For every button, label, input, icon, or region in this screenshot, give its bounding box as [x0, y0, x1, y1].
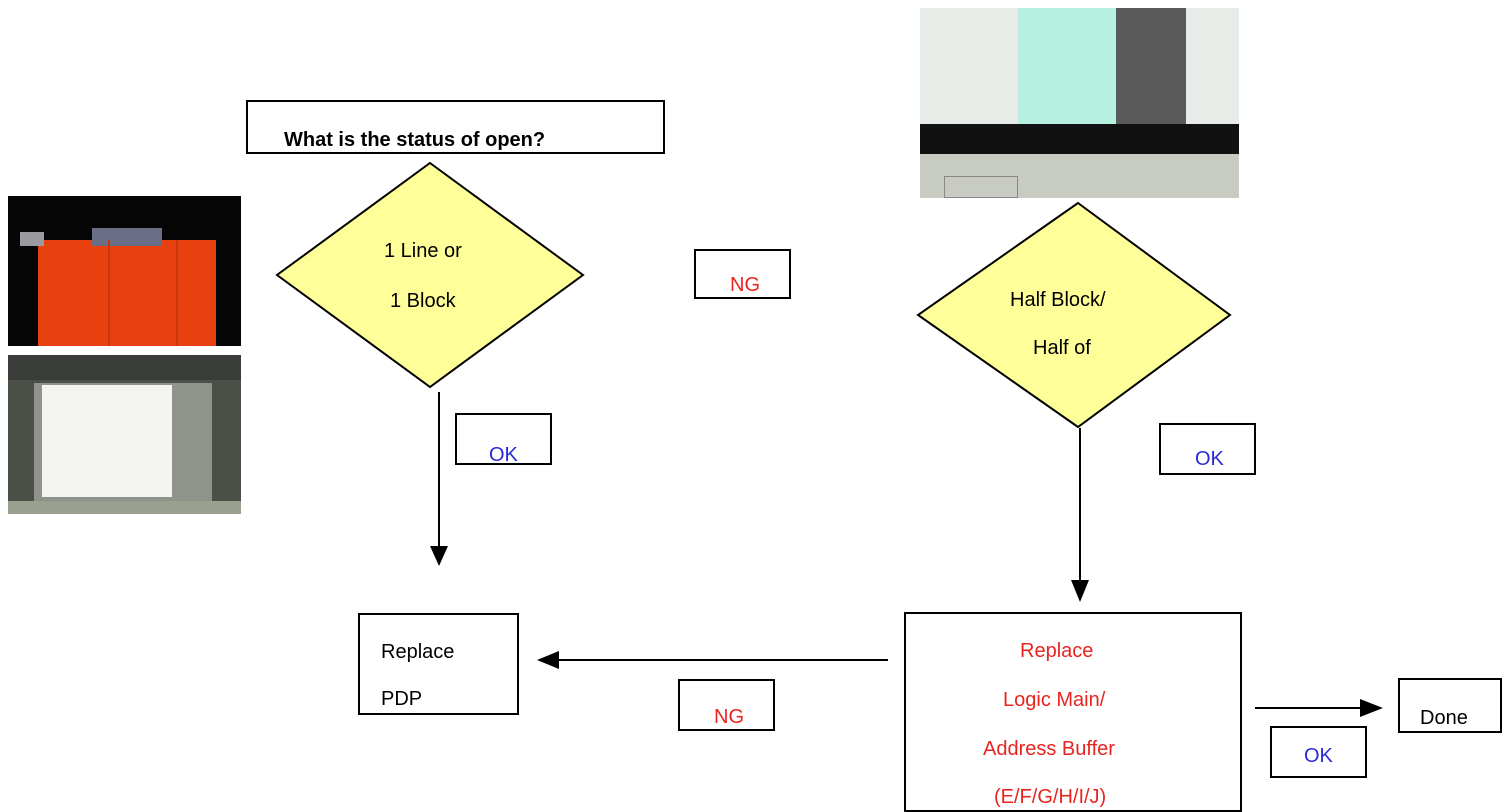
decision-diamond-left	[275, 161, 585, 389]
question-text: What is the status of open?	[284, 129, 546, 151]
decision-diamond-right	[916, 201, 1232, 429]
replace-pdp-line2: PDP	[381, 688, 423, 710]
photo-red-panel	[8, 196, 241, 346]
ng-label-box-top: NG	[694, 249, 791, 299]
arrowhead-to-done	[1360, 699, 1383, 717]
ok-label-box-bottom: OK	[1270, 726, 1367, 778]
replace-logic-line4: (E/F/G/H/I/J)	[994, 786, 1107, 808]
ok-label-box-left: OK	[455, 413, 552, 465]
arrowhead-to-pdp	[537, 651, 559, 669]
decision-right-line1: Half Block/	[1010, 289, 1106, 311]
ng-label-box-bottom: NG	[678, 679, 775, 731]
arrowhead-left-down	[430, 546, 448, 566]
decision-left-line2: 1 Block	[390, 290, 456, 312]
question-box: What is the status of open?	[246, 100, 665, 154]
ok-label-box-right: OK	[1159, 423, 1256, 475]
ok-label-right: OK	[1195, 448, 1224, 470]
decision-right-line2: Half of	[1033, 337, 1091, 359]
replace-pdp-box: Replace PDP	[358, 613, 519, 715]
decision-left-line1: 1 Line or	[384, 240, 462, 262]
replace-logic-line3: Address Buffer	[983, 738, 1115, 760]
replace-logic-line2: Logic Main/	[1003, 689, 1106, 711]
ng-label-bottom: NG	[714, 706, 744, 728]
replace-logic-line1: Replace	[1020, 640, 1094, 662]
replace-logic-box: Replace Logic Main/ Address Buffer (E/F/…	[904, 612, 1242, 812]
photo-screen-closeup	[920, 8, 1239, 198]
done-label: Done	[1420, 707, 1468, 729]
done-box: Done	[1398, 678, 1502, 733]
arrowhead-right-down	[1071, 580, 1089, 602]
photo-white-panel	[8, 355, 241, 514]
ng-label-top: NG	[730, 274, 760, 296]
ok-label-bottom: OK	[1304, 745, 1333, 767]
replace-pdp-line1: Replace	[381, 641, 455, 663]
ok-label-left: OK	[489, 444, 518, 466]
